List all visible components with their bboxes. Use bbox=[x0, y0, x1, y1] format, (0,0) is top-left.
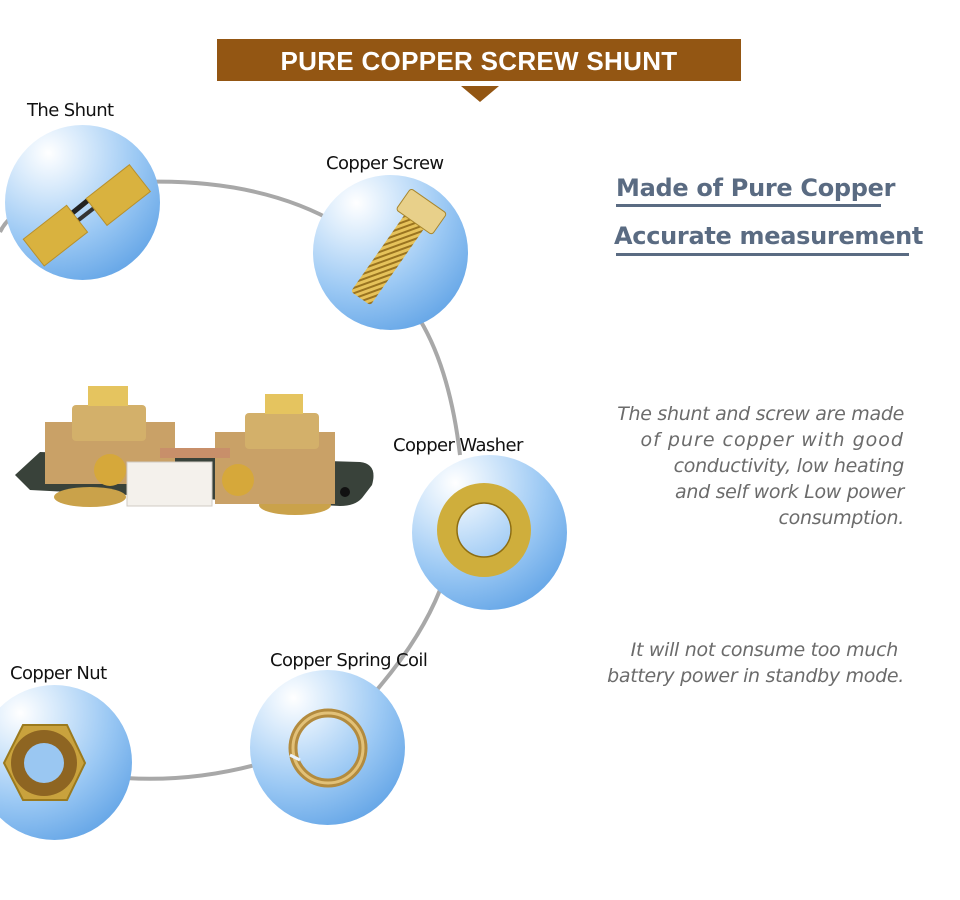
paragraph-1-line: The shunt and screw are made bbox=[617, 403, 904, 425]
part-bubble-washer bbox=[412, 455, 567, 610]
part-label-spring-coil: Copper Spring Coil bbox=[270, 650, 428, 671]
part-label-screw: Copper Screw bbox=[326, 153, 444, 174]
product-shunt-board bbox=[10, 380, 380, 525]
paragraph-2-line: It will not consume too much bbox=[630, 639, 899, 661]
part-bubble-screw bbox=[313, 175, 468, 330]
feature-paragraph-1: The shunt and screw are made of pure cop… bbox=[560, 401, 904, 531]
shunt-icon bbox=[22, 164, 152, 267]
screw-icon bbox=[351, 188, 447, 305]
headline-underline-1 bbox=[616, 204, 881, 207]
part-label-washer: Copper Washer bbox=[393, 435, 523, 456]
paragraph-1-line: and self work Low power bbox=[674, 481, 904, 503]
page-title-banner: PURE COPPER SCREW SHUNT bbox=[217, 39, 741, 81]
paragraph-1-line: conductivity, low heating bbox=[673, 455, 905, 477]
feature-headline-accurate: Accurate measurement bbox=[614, 222, 924, 250]
part-bubble-shunt bbox=[5, 125, 160, 280]
paragraph-2-line: battery power in standby mode. bbox=[607, 665, 904, 687]
paragraph-1-line: of pure copper with good bbox=[640, 429, 904, 451]
shunt-board-icon bbox=[15, 386, 374, 515]
washer-icon bbox=[437, 483, 531, 577]
nut-icon bbox=[2, 724, 87, 801]
part-bubble-spring-coil bbox=[250, 670, 405, 825]
part-label-nut: Copper Nut bbox=[10, 663, 107, 684]
spring-coil-icon bbox=[288, 708, 368, 788]
feature-paragraph-2: It will not consume too much battery pow… bbox=[540, 637, 904, 689]
banner-arrow-icon bbox=[461, 86, 499, 102]
part-bubble-nut bbox=[0, 685, 132, 840]
part-label-shunt: The Shunt bbox=[27, 100, 114, 121]
feature-headline-pure-copper: Made of Pure Copper bbox=[616, 174, 896, 202]
paragraph-1-line: consumption. bbox=[778, 507, 905, 529]
headline-underline-2 bbox=[616, 253, 909, 256]
